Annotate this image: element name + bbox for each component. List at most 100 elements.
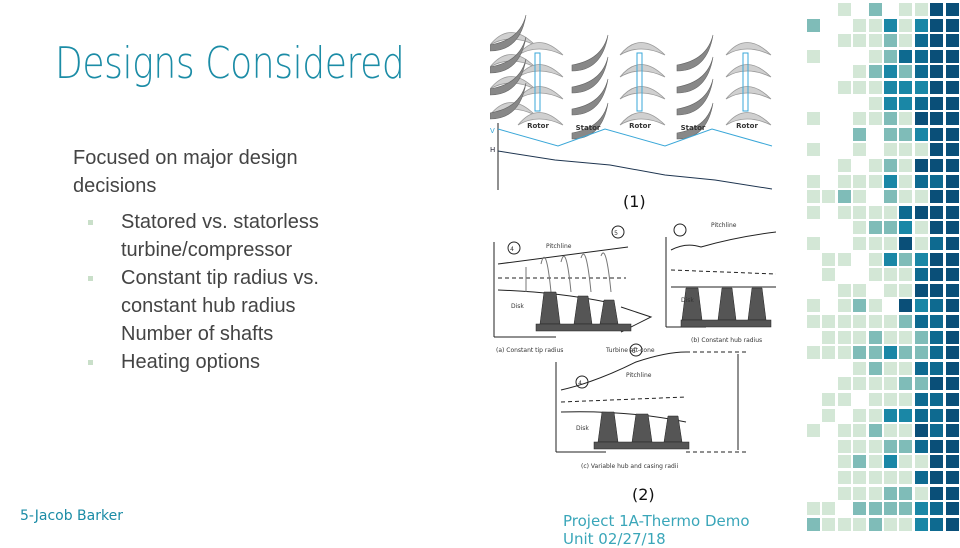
mosaic-tile	[899, 439, 913, 453]
mosaic-tile	[945, 377, 959, 391]
mosaic-tile	[899, 49, 913, 63]
mosaic-tile	[837, 205, 851, 219]
mosaic-tile	[945, 393, 959, 406]
mosaic-tile	[945, 65, 959, 79]
mosaic-tile	[914, 439, 928, 453]
aftcone-label: Turbine aft-cone	[605, 347, 655, 354]
mosaic-tile	[930, 34, 944, 48]
mosaic-tile	[945, 424, 959, 438]
mosaic-tile	[899, 283, 913, 297]
mosaic-tile	[899, 159, 913, 172]
mosaic-tile	[868, 439, 882, 453]
mosaic-tile	[807, 517, 820, 531]
mosaic-tile	[899, 299, 913, 313]
mosaic-tile	[884, 143, 897, 157]
mosaic-tile	[930, 65, 944, 79]
project-footer: Project 1A-Thermo Demo Unit 02/27/18	[563, 512, 750, 548]
mosaic-tile	[930, 18, 944, 32]
mosaic-tile	[914, 65, 928, 79]
mosaic-tile	[807, 237, 820, 250]
mosaic-tile	[853, 330, 867, 344]
mosaic-tile	[899, 190, 913, 204]
mosaic-tile	[884, 330, 897, 344]
mosaic-tile	[884, 315, 897, 328]
mosaic-tile	[837, 159, 851, 172]
mosaic-tile	[884, 205, 897, 219]
mosaic-tile	[899, 81, 913, 94]
mosaic-tile	[868, 502, 882, 516]
mosaic-tile	[853, 190, 867, 204]
mosaic-tile	[884, 408, 897, 422]
mosaic-tile	[930, 3, 944, 16]
mosaic-tile	[914, 205, 928, 219]
mosaic-tile	[822, 190, 836, 204]
subfigure-a-caption: (a) Constant tip radius	[496, 347, 563, 354]
mosaic-tile	[868, 65, 882, 79]
mosaic-tile	[914, 49, 928, 63]
station-4-label: 4	[578, 380, 582, 387]
mosaic-tile	[914, 112, 928, 126]
mosaic-tile	[914, 3, 928, 16]
disk-label: Disk	[576, 425, 589, 432]
mosaic-tile	[899, 237, 913, 250]
mosaic-tile	[945, 408, 959, 422]
stator-label: Stator	[576, 124, 601, 132]
mosaic-tile	[868, 299, 882, 313]
mosaic-tile	[868, 377, 882, 391]
subfigure-b-caption: (b) Constant hub radius	[691, 337, 762, 344]
mosaic-tile	[899, 174, 913, 188]
mosaic-tile	[884, 252, 897, 266]
mosaic-tile	[853, 455, 867, 469]
mosaic-tile	[837, 486, 851, 500]
mosaic-tile	[807, 190, 820, 204]
mosaic-tile	[868, 346, 882, 360]
mosaic-tile	[837, 315, 851, 328]
decorative-mosaic	[804, 0, 960, 540]
mosaic-tile	[914, 159, 928, 172]
mosaic-tile	[853, 237, 867, 250]
mosaic-tile	[930, 112, 944, 126]
mosaic-tile	[884, 18, 897, 32]
mosaic-tile	[899, 502, 913, 516]
mosaic-tile	[914, 361, 928, 375]
mosaic-tile	[945, 18, 959, 32]
mosaic-tile	[837, 81, 851, 94]
mosaic-tile	[899, 455, 913, 469]
rotor-label: Rotor	[629, 122, 651, 130]
mosaic-tile	[899, 3, 913, 16]
mosaic-tile	[853, 315, 867, 328]
mosaic-tile	[930, 127, 944, 141]
mosaic-tile	[945, 346, 959, 360]
mosaic-tile	[837, 424, 851, 438]
mosaic-tile	[945, 361, 959, 375]
mosaic-tile	[945, 221, 959, 235]
mosaic-tile	[930, 439, 944, 453]
mosaic-tile	[853, 377, 867, 391]
mosaic-tile	[884, 517, 897, 531]
figure1-caption: (1)	[623, 192, 646, 211]
mosaic-tile	[884, 486, 897, 500]
mosaic-tile	[899, 330, 913, 344]
mosaic-tile	[914, 455, 928, 469]
mosaic-tile	[899, 486, 913, 500]
mosaic-tile	[899, 408, 913, 422]
mosaic-tile	[930, 517, 944, 531]
mosaic-tile	[914, 408, 928, 422]
mosaic-tile	[807, 174, 820, 188]
mosaic-tile	[930, 393, 944, 406]
mosaic-tile	[914, 517, 928, 531]
mosaic-tile	[868, 49, 882, 63]
mosaic-tile	[930, 471, 944, 484]
mosaic-tile	[930, 174, 944, 188]
mosaic-tile	[822, 393, 836, 406]
mosaic-tile	[899, 346, 913, 360]
mosaic-tile	[853, 205, 867, 219]
pitchline-label: Pitchline	[626, 372, 652, 379]
mosaic-tile	[930, 330, 944, 344]
mosaic-tile	[914, 268, 928, 282]
mosaic-tile	[884, 65, 897, 79]
mosaic-tile	[914, 486, 928, 500]
presenter-footer: 5-Jacob Barker	[20, 508, 123, 524]
mosaic-tile	[837, 34, 851, 48]
mosaic-tile	[914, 96, 928, 110]
